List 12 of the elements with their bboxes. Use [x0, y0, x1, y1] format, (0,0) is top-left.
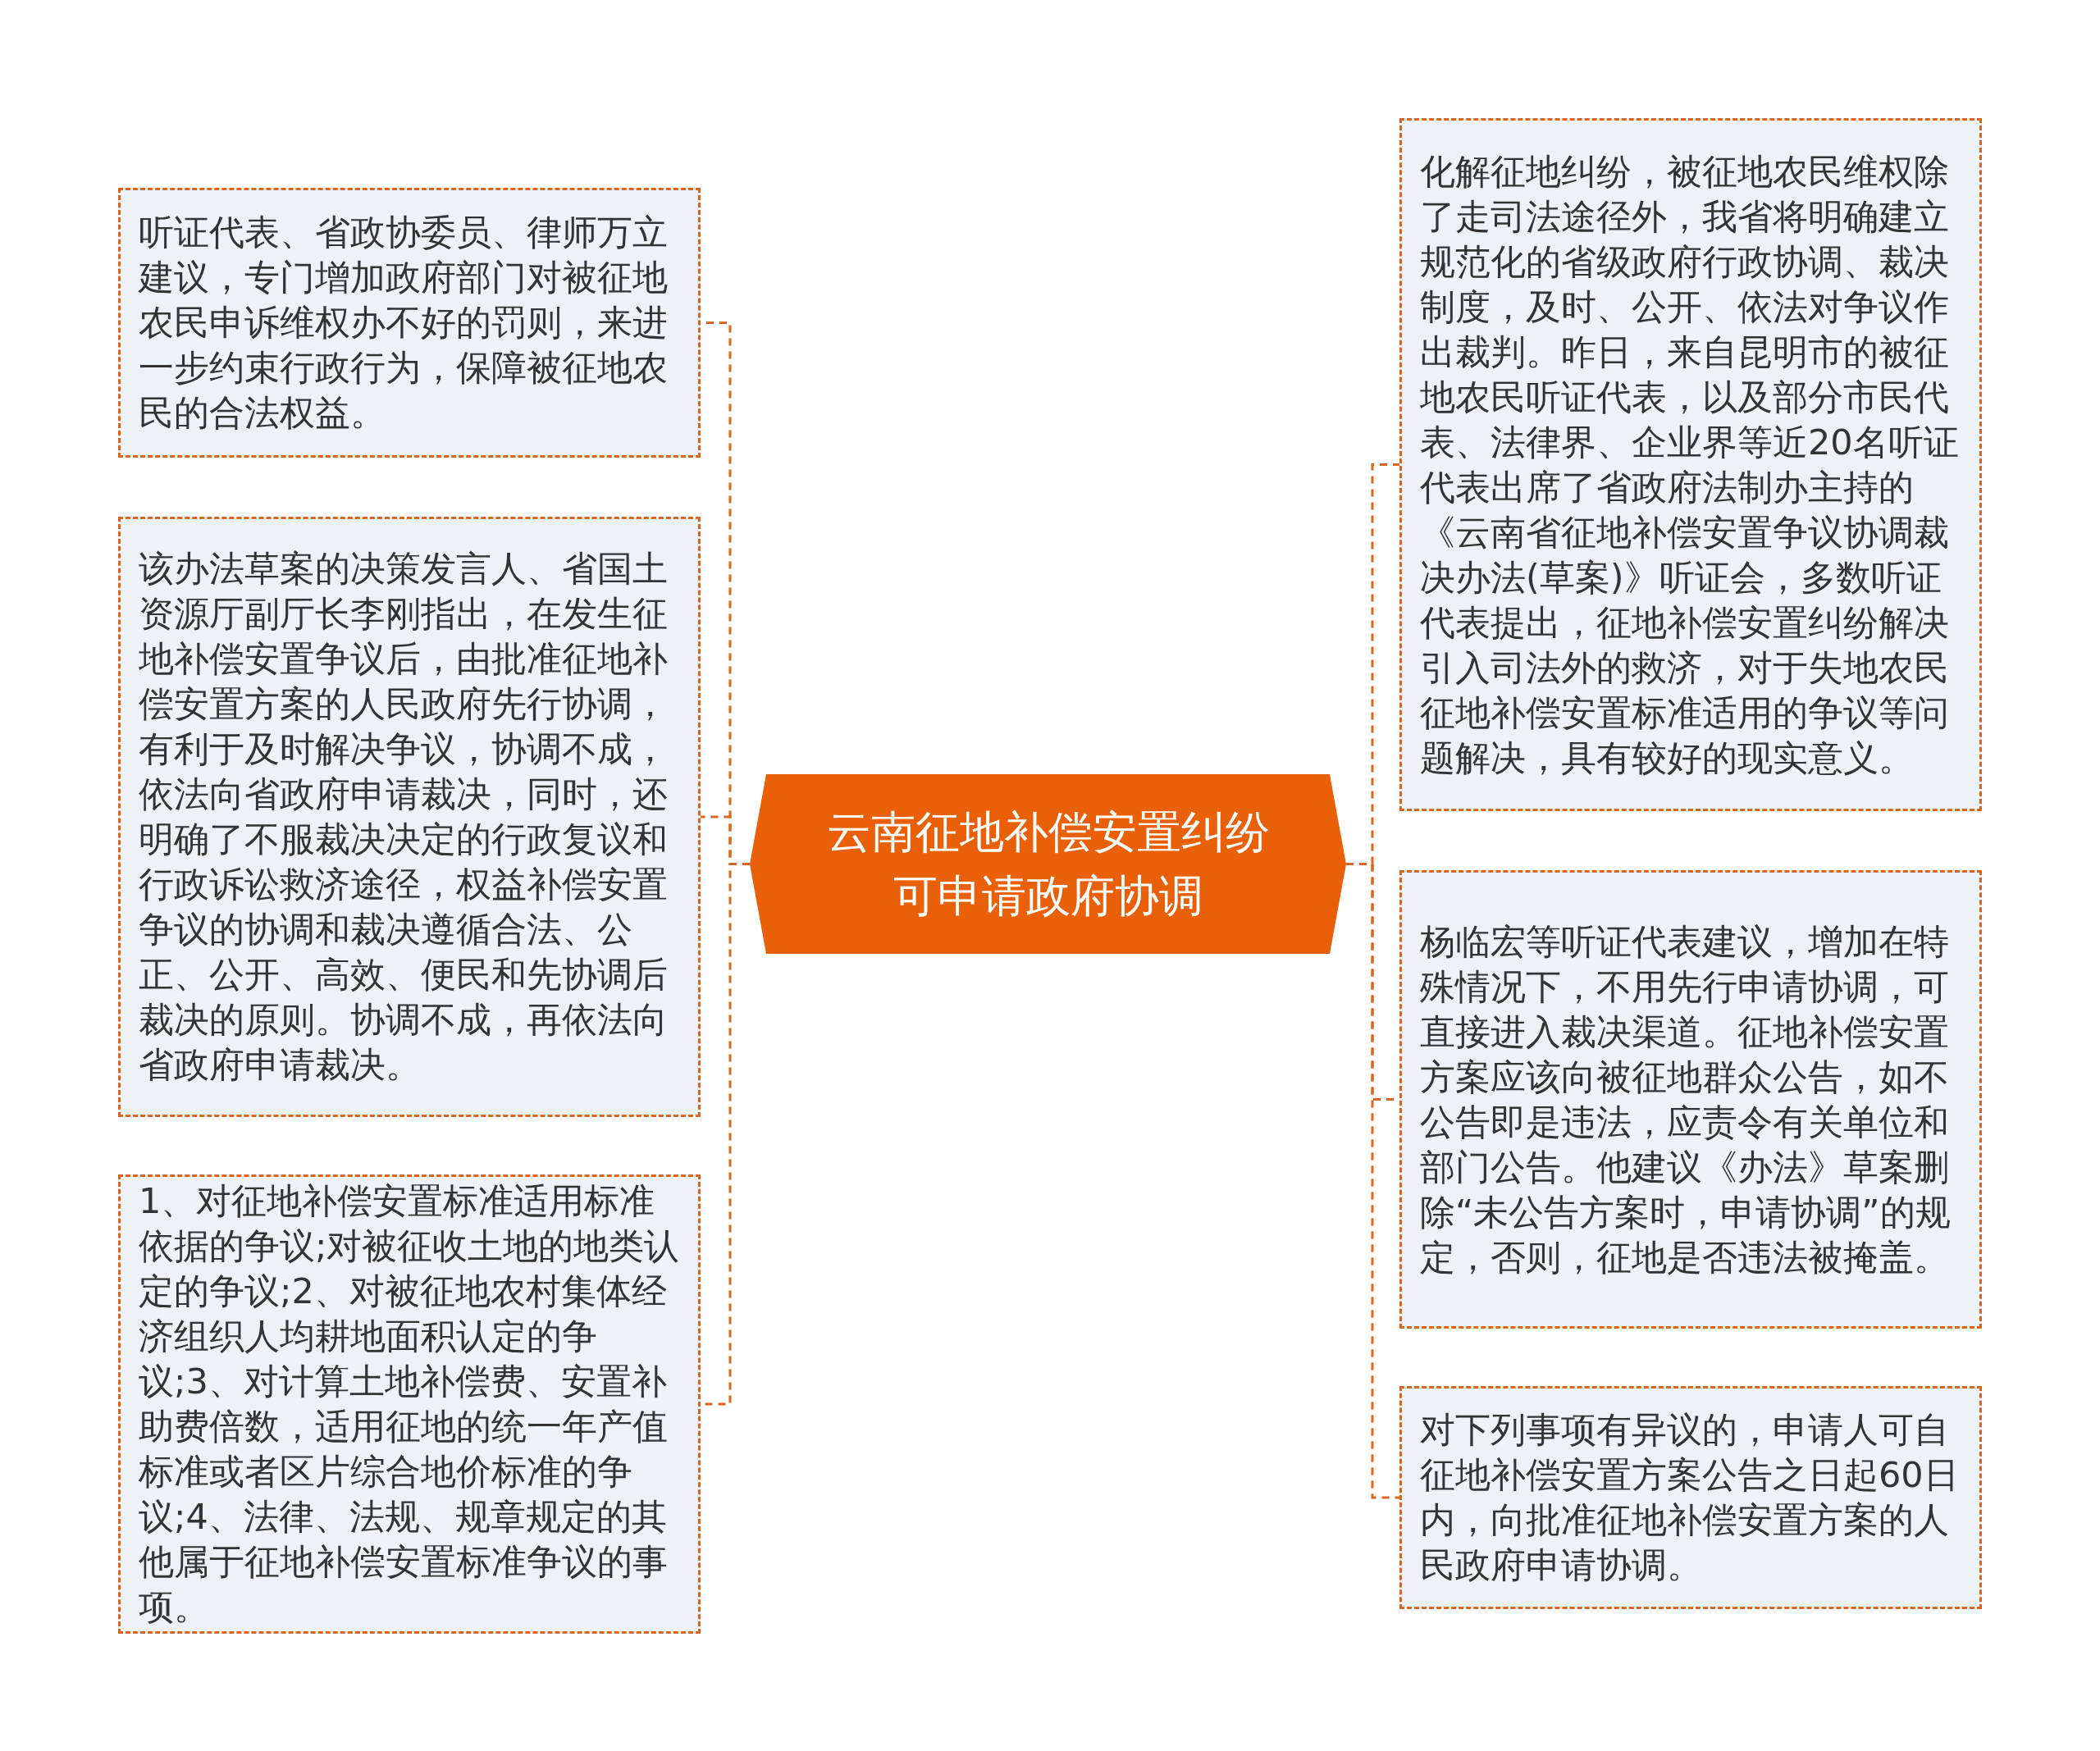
- card-text: 杨临宏等听证代表建议，增加在特殊情况下，不用先行申请协调，可直接进入裁决渠道。征地补偿安置方案应该向被征地群众公告，如不公告即是违法，应责令有关单位和部门公告。他建议《办法》草案删除“未公告方案时，申请协调”的规定，否则，征地是否违法被掩盖。: [1420, 919, 1952, 1279]
- card-text: 对下列事项有异议的，申请人可自征地补偿安置方案公告之日起60日内，向批准征地补偿安置方案的人民政府申请协调。: [1420, 1408, 1960, 1587]
- text-card: [1399, 1386, 1982, 1609]
- text-card: [118, 517, 701, 1117]
- text-card: [1399, 118, 1982, 811]
- text-card: [118, 188, 701, 458]
- card-text: 听证代表、省政协委员、律师万立建议，专门增加政府部门对被征地农民申诉维权办不好的罚则，来进一步约束行政行为，保障被征地农民的合法权益。: [139, 211, 669, 435]
- card-text: 该办法草案的决策发言人、省国土资源厅副厅长李刚指出，在发生征地补偿安置争议后，由批准征地补偿安置方案的人民政府先行协调，有利于及时解决争议，协调不成，依法向省政府申请裁决，同时，还明确了不服裁决决定的行政复议和行政诉讼救济途径，权益补偿安置争议的协调和裁决遵循合法、公正、公开、高效、便民和先协调后裁决的原则。协调不成，再依法向省政府申请裁决。: [139, 547, 669, 1087]
- topic-text: 云南征地补偿安置纠纷可申请政府协调: [825, 805, 1271, 923]
- card-text: 化解征地纠纷，被征地农民维权除了走司法途径外，我省将明确建立规范化的省级政府行政协调、裁决制度，及时、公开、依法对争议作出裁判。昨日，来自昆明市的被征地农民听证代表，以及部分市民代表、法律界、企业界等近20名听证代表出席了省政府法制办主持的《云南省征地补偿安置争议协调裁决办法(草案)》听证会，多数听证代表提出，征地补偿安置纠纷解决引入司法外的救济，对于失地农民征地补偿安置标准适用的争议等问题解决，具有较好的现实意义。: [1420, 149, 1960, 780]
- card-text: 1、对征地补偿安置标准适用标准依据的争议;对被征收土地的地类认定的争议;2、对被征地农村集体经济组织人均耕地面积认定的争议;3、对计算土地补偿费、安置补助费倍数，适用征地的统一年产值标准或者区片综合地价标准的争议;4、法律、法规、规章规定的其他属于征地补偿安置标准争议的事项。: [139, 1179, 681, 1629]
- text-card: [1399, 870, 1982, 1329]
